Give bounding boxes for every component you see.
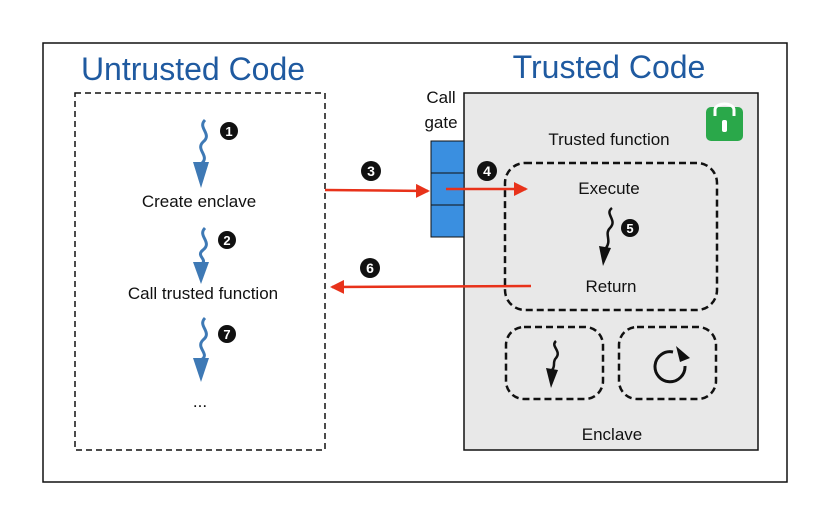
svg-text:2: 2	[223, 233, 230, 248]
lock-icon	[706, 102, 743, 141]
execution-arrow	[599, 207, 614, 266]
execute-label: Execute	[578, 179, 639, 198]
refresh-icon	[653, 350, 687, 384]
flow-arrow-1	[193, 118, 209, 188]
return-arrow	[330, 279, 532, 294]
svg-text:4: 4	[483, 163, 491, 179]
call-trusted-function-label: Call trusted function	[128, 284, 278, 303]
ellipsis-label: ...	[193, 392, 207, 411]
return-label: Return	[585, 277, 636, 296]
step-marker-6: 6	[360, 258, 380, 278]
step-marker-1: 1	[220, 122, 238, 140]
flow-arrow-2	[193, 226, 209, 284]
step-marker-5: 5	[621, 219, 639, 237]
svg-text:5: 5	[626, 221, 633, 236]
thread-box	[504, 325, 605, 401]
svg-text:6: 6	[366, 260, 374, 276]
call-gate-label-line2: gate	[424, 113, 457, 132]
untrusted-title: Untrusted Code	[81, 51, 305, 87]
step-marker-2: 2	[218, 231, 236, 249]
svg-text:1: 1	[225, 124, 232, 139]
create-enclave-label: Create enclave	[142, 192, 256, 211]
enclave-label: Enclave	[582, 425, 642, 444]
trusted-function-box	[503, 161, 719, 312]
outer-frame	[42, 42, 788, 483]
step-marker-3: 3	[361, 161, 381, 181]
call-gate	[430, 140, 465, 238]
trusted-title: Trusted Code	[513, 49, 706, 85]
step-marker-4: 4	[477, 161, 497, 181]
svg-text:7: 7	[223, 327, 230, 342]
call-arrow	[324, 183, 430, 198]
trusted-code-box	[463, 92, 759, 451]
call-gate-label-line1: Call	[426, 88, 455, 107]
loop-box	[617, 325, 718, 401]
step-marker-7: 7	[218, 325, 236, 343]
untrusted-code-box	[74, 92, 326, 451]
trusted-function-label: Trusted function	[548, 130, 669, 149]
flow-arrow-7	[193, 316, 209, 382]
svg-text:3: 3	[367, 163, 375, 179]
